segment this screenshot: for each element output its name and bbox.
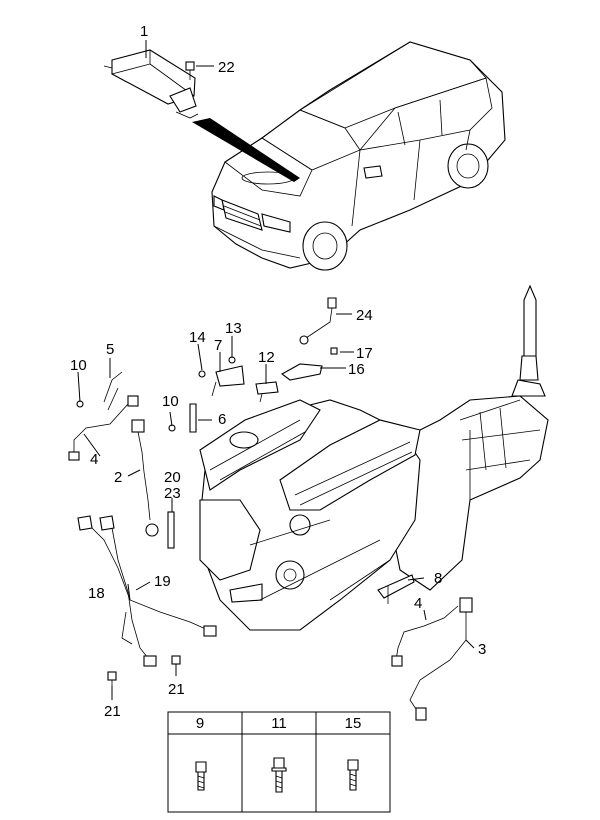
callout-6: 6 <box>218 411 226 428</box>
bolt-9-icon <box>195 761 207 791</box>
leader-lines <box>77 40 475 700</box>
callout-20: 20 <box>164 469 181 486</box>
callout-10-left: 10 <box>70 357 87 374</box>
callout-12: 12 <box>258 349 275 366</box>
bolt-15-icon <box>347 759 359 791</box>
sensor-parts <box>68 297 473 721</box>
callout-5: 5 <box>106 341 114 358</box>
table-header-11: 11 <box>271 715 287 732</box>
callout-18: 18 <box>88 585 105 602</box>
callout-14: 14 <box>189 329 206 346</box>
callout-19: 19 <box>154 573 171 590</box>
callout-21-left: 21 <box>104 703 121 720</box>
callout-4-left: 4 <box>90 451 98 468</box>
callout-labels: 1 22 24 5 14 13 7 12 17 16 10 10 6 4 2 2… <box>70 23 486 720</box>
callout-13: 13 <box>225 320 242 337</box>
callout-2: 2 <box>114 469 122 486</box>
callout-1: 1 <box>140 23 148 40</box>
callout-4-right: 4 <box>414 595 422 612</box>
vehicle-illustration <box>211 41 506 271</box>
callout-21-right: 21 <box>168 681 185 698</box>
callout-23: 23 <box>164 485 181 502</box>
callout-7: 7 <box>214 337 222 354</box>
fastener-table: 9 11 15 <box>167 711 391 813</box>
callout-22: 22 <box>218 59 235 76</box>
callout-17: 17 <box>356 345 373 362</box>
ecu-module <box>103 49 300 182</box>
table-header-9: 9 <box>196 715 204 732</box>
callout-8: 8 <box>434 570 442 587</box>
callout-16: 16 <box>348 361 365 378</box>
bolt-11-icon <box>271 757 287 793</box>
callout-3: 3 <box>478 641 486 658</box>
callout-10-mid: 10 <box>162 393 179 410</box>
table-header-15: 15 <box>345 715 362 732</box>
engine-assembly <box>199 284 549 631</box>
callout-24: 24 <box>356 307 373 324</box>
